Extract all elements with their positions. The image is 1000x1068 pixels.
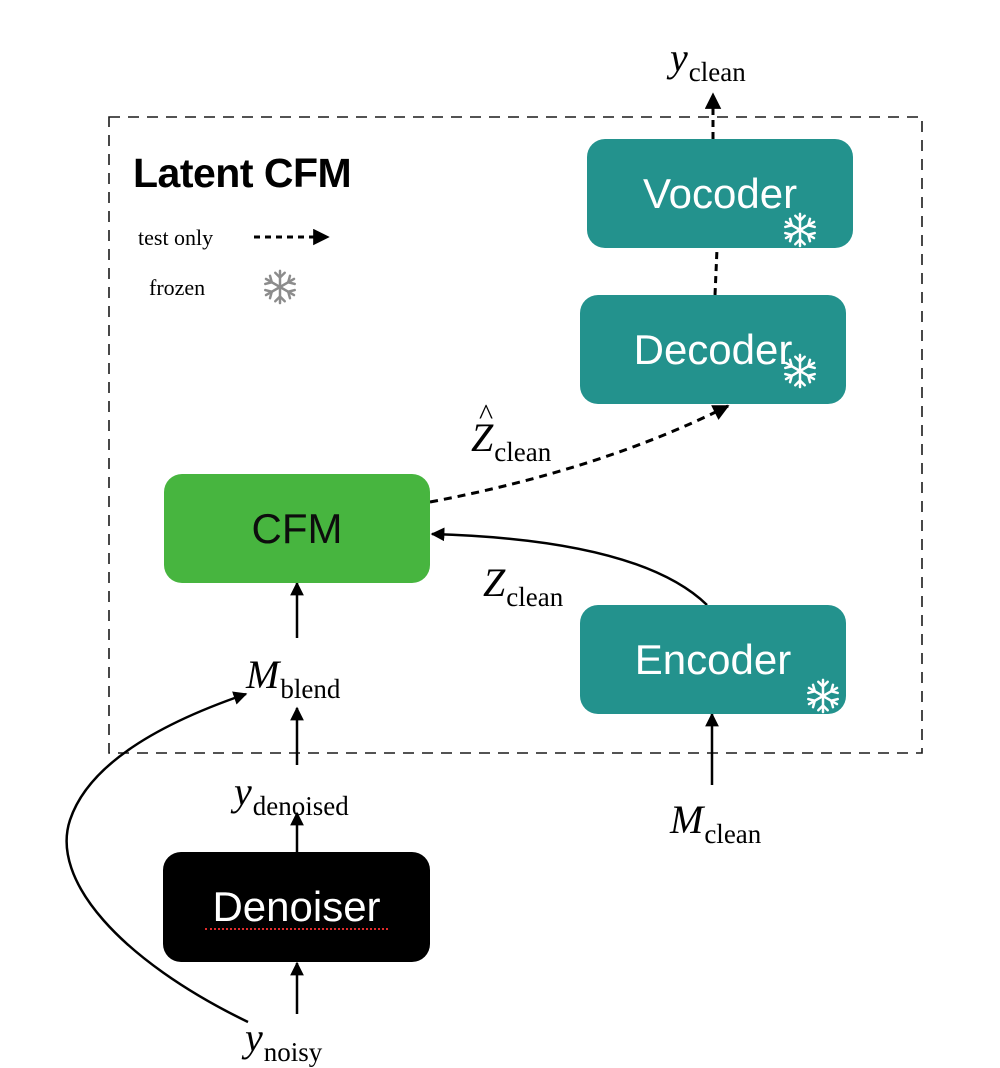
- y-clean-label: yclean: [670, 35, 746, 87]
- latent-cfm-boundary: [108, 116, 923, 754]
- cfm-module[interactable]: CFM: [164, 474, 430, 583]
- m-blend-label: Mblend: [246, 652, 341, 704]
- encoder-module[interactable]: Encoder: [580, 605, 846, 714]
- y-noisy-label: ynoisy: [245, 1015, 323, 1067]
- vocoder-label: Vocoder: [642, 169, 798, 217]
- legend-test-only-label: test only: [138, 225, 214, 250]
- vocoder-module[interactable]: Vocoder: [587, 139, 853, 248]
- edge-cfm-to-decoder: [429, 404, 730, 504]
- m-clean-label: Mclean: [670, 797, 762, 849]
- z-clean-label: Zclean: [483, 560, 564, 612]
- edge-encoder-to-cfm: [430, 527, 708, 606]
- decoder-module[interactable]: Decoder: [580, 295, 846, 404]
- denoiser-module[interactable]: Denoiser: [163, 852, 430, 962]
- denoiser-label: Denoiser: [212, 883, 381, 930]
- encoder-label: Encoder: [634, 635, 792, 683]
- cfm-label: CFM: [251, 504, 343, 552]
- vocoder-frozen-snowflake-icon: [782, 212, 818, 248]
- diagram-title: Latent CFM: [133, 150, 352, 196]
- edge-ynoisy-to-mblend: [65, 691, 249, 1024]
- y-denoised-label: ydenoised: [234, 769, 349, 821]
- legend-snowflake-icon: [262, 269, 298, 305]
- encoder-frozen-snowflake-icon: [805, 678, 841, 714]
- legend-frozen-label: frozen: [149, 275, 206, 300]
- edge-decoder-to-vocoder: [713, 248, 719, 296]
- z-hat-clean-label: Zclean: [471, 400, 551, 466]
- decoder-frozen-snowflake-icon: [782, 353, 818, 389]
- spellcheck-underline: [205, 928, 388, 930]
- decoder-label: Decoder: [633, 325, 793, 373]
